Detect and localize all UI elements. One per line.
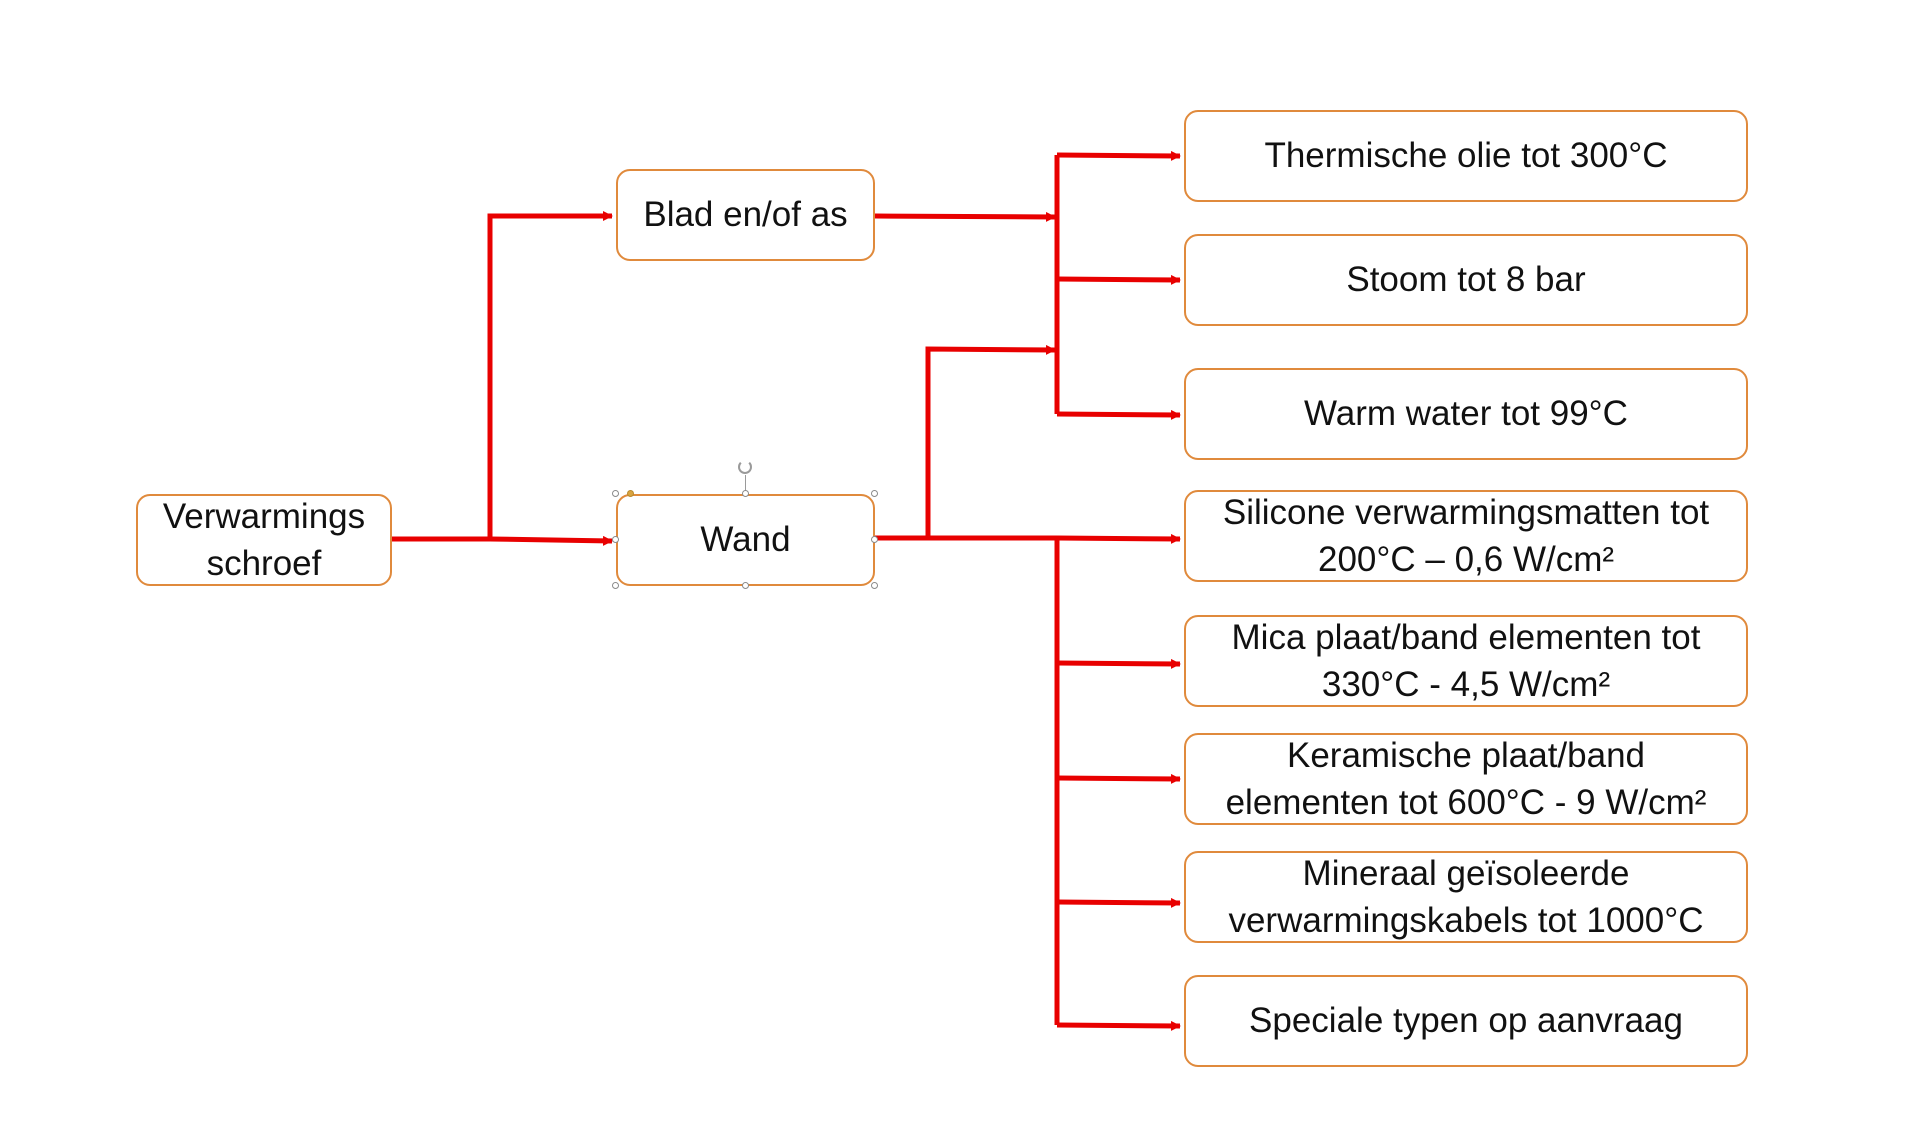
connector-root-to-blad bbox=[487, 211, 613, 539]
resize-handle-top-right[interactable] bbox=[871, 490, 878, 497]
connector-electric-2 bbox=[1056, 773, 1181, 784]
node-silicone-matten[interactable]: Silicone verwarmingsmatten tot 200°C – 0… bbox=[1184, 490, 1748, 582]
resize-handle-bottom-right[interactable] bbox=[871, 582, 878, 589]
rotate-icon[interactable] bbox=[738, 460, 752, 474]
resize-handle-bottom[interactable] bbox=[742, 582, 749, 589]
connector-media-2 bbox=[1056, 409, 1181, 420]
resize-handle-right[interactable] bbox=[871, 536, 878, 543]
node-label: Speciale typen op aanvraag bbox=[1249, 1001, 1683, 1041]
node-wand[interactable]: Wand bbox=[616, 494, 875, 586]
node-stoom[interactable]: Stoom tot 8 bar bbox=[1184, 234, 1748, 326]
adjust-handle[interactable] bbox=[627, 490, 634, 497]
connector-media-1 bbox=[1056, 274, 1181, 285]
node-label: Warm water tot 99°C bbox=[1304, 394, 1628, 434]
node-verwarmings-schroef[interactable]: Verwarmings schroef bbox=[136, 494, 392, 586]
node-label: Mineraal geïsoleerde verwarmingskabels t… bbox=[1228, 853, 1704, 940]
node-label: Mica plaat/band elementen tot 330°C - 4,… bbox=[1231, 617, 1701, 704]
node-blad-en-of-as[interactable]: Blad en/of as bbox=[616, 169, 875, 261]
node-label: Stoom tot 8 bar bbox=[1346, 260, 1586, 300]
node-mica-elementen[interactable]: Mica plaat/band elementen tot 330°C - 4,… bbox=[1184, 615, 1748, 707]
connector-electric-3 bbox=[1056, 897, 1181, 908]
connector-electric-4 bbox=[1056, 1020, 1181, 1031]
connector-blad-to-media bbox=[874, 211, 1056, 222]
rotation-stem bbox=[745, 475, 746, 492]
node-label: Verwarmings schroef bbox=[162, 496, 366, 583]
connector-electric-0 bbox=[1056, 533, 1181, 544]
node-speciale-typen[interactable]: Speciale typen op aanvraag bbox=[1184, 975, 1748, 1067]
resize-handle-top[interactable] bbox=[742, 490, 749, 497]
resize-handle-bottom-left[interactable] bbox=[612, 582, 619, 589]
node-label: Blad en/of as bbox=[643, 195, 848, 235]
connector-root-to-wand bbox=[489, 535, 613, 546]
resize-handle-top-left[interactable] bbox=[612, 490, 619, 497]
connector-wand-to-media bbox=[875, 344, 1056, 541]
node-label: Wand bbox=[700, 520, 791, 560]
node-label: Thermische olie tot 300°C bbox=[1264, 136, 1668, 176]
node-mineraal-kabels[interactable]: Mineraal geïsoleerde verwarmingskabels t… bbox=[1184, 851, 1748, 943]
connector-media-0 bbox=[1056, 150, 1181, 161]
node-label: Silicone verwarmingsmatten tot 200°C – 0… bbox=[1222, 492, 1710, 579]
node-keramische-elementen[interactable]: Keramische plaat/band elementen tot 600°… bbox=[1184, 733, 1748, 825]
node-label: Keramische plaat/band elementen tot 600°… bbox=[1225, 735, 1707, 822]
node-warm-water[interactable]: Warm water tot 99°C bbox=[1184, 368, 1748, 460]
resize-handle-left[interactable] bbox=[612, 536, 619, 543]
node-thermische-olie[interactable]: Thermische olie tot 300°C bbox=[1184, 110, 1748, 202]
connector-electric-1 bbox=[1056, 658, 1181, 669]
